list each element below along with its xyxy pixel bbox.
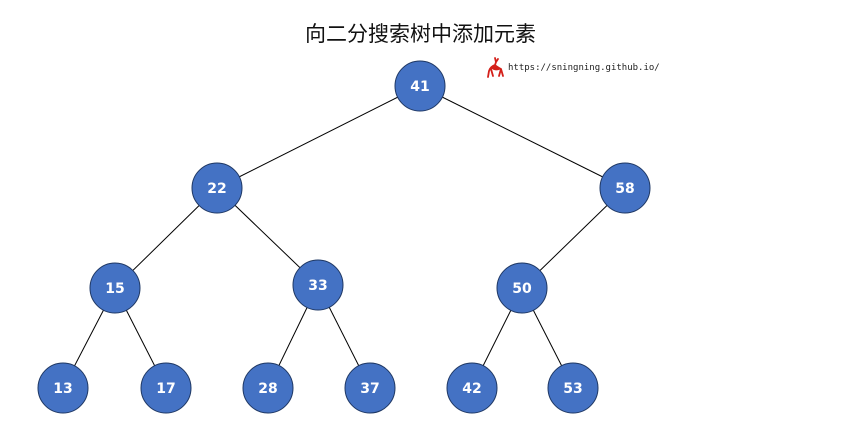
- node-label: 41: [410, 79, 429, 95]
- diagram-title: 向二分搜索树中添加元素: [305, 22, 536, 46]
- tree-node-33: 33: [292, 259, 344, 311]
- tree-node-41: 41: [394, 60, 446, 112]
- node-label: 13: [53, 381, 72, 397]
- node-label: 42: [462, 381, 481, 397]
- watermark: https://sningning.github.io/: [486, 56, 660, 80]
- node-label: 33: [308, 278, 327, 294]
- deer-icon: [487, 57, 504, 78]
- tree-node-50: 50: [496, 262, 548, 314]
- node-circle: [599, 162, 651, 214]
- tree-node-15: 15: [89, 262, 141, 314]
- node-label: 37: [360, 381, 379, 397]
- tree-node-13: 13: [37, 362, 89, 414]
- node-label: 17: [156, 381, 175, 397]
- node-circle: [344, 362, 396, 414]
- node-circle: [292, 259, 344, 311]
- tree-node-22: 22: [191, 162, 243, 214]
- tree-edges: [62, 85, 626, 389]
- node-label: 58: [615, 181, 634, 197]
- edge-41-22: [216, 85, 421, 189]
- tree-node-37: 37: [344, 362, 396, 414]
- tree-node-58: 58: [599, 162, 651, 214]
- node-label: 28: [258, 381, 277, 397]
- node-circle: [191, 162, 243, 214]
- tree-node-53: 53: [547, 362, 599, 414]
- node-circle: [89, 262, 141, 314]
- node-circle: [446, 362, 498, 414]
- tree-node-17: 17: [140, 362, 192, 414]
- edge-41-58: [419, 85, 626, 189]
- node-label: 53: [563, 381, 582, 397]
- watermark-url: https://sningning.github.io/: [508, 63, 660, 73]
- node-label: 50: [512, 281, 532, 297]
- tree-nodes: 41 22 58 15 33 50 13 17 28 37 42 53: [37, 60, 651, 414]
- node-label: 22: [207, 181, 226, 197]
- node-circle: [37, 362, 89, 414]
- tree-node-28: 28: [242, 362, 294, 414]
- node-circle: [140, 362, 192, 414]
- node-circle: [547, 362, 599, 414]
- tree-node-42: 42: [446, 362, 498, 414]
- node-circle: [394, 60, 446, 112]
- node-circle: [242, 362, 294, 414]
- node-circle: [496, 262, 548, 314]
- node-label: 15: [105, 281, 124, 297]
